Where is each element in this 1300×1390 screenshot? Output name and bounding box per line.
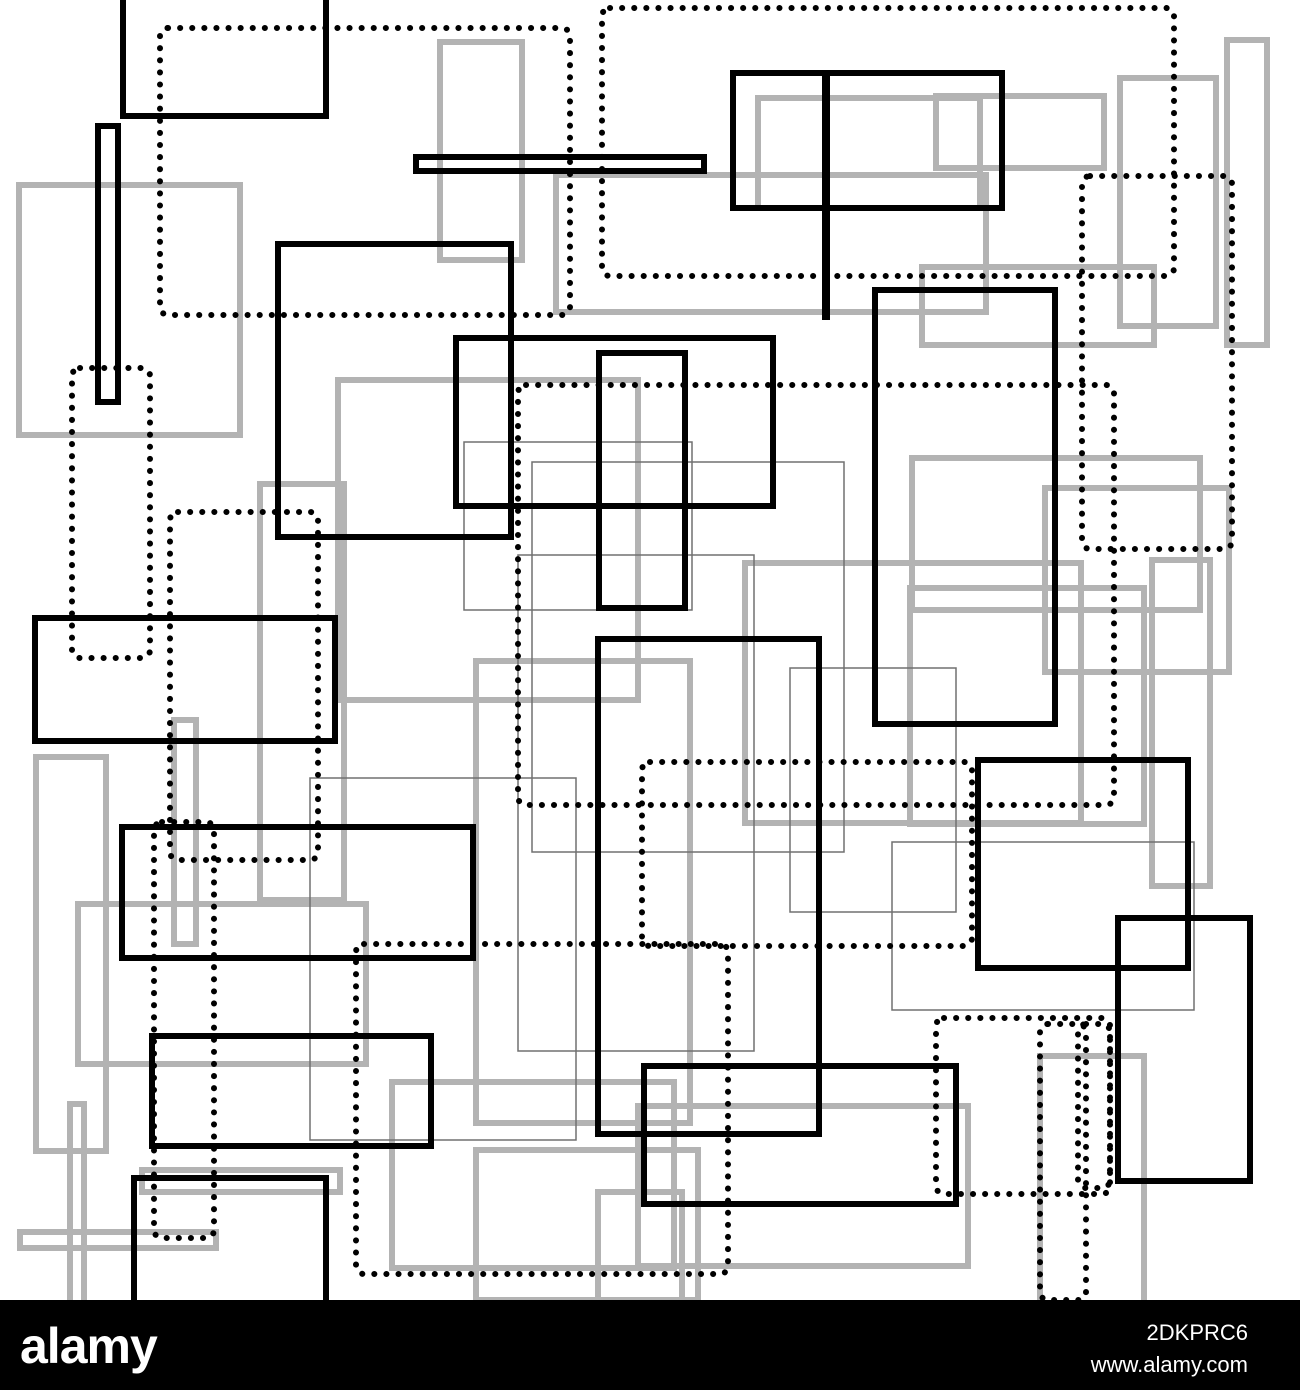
gray-rectangle	[907, 585, 1147, 827]
gray-rectangle	[171, 717, 199, 947]
gray-rectangle	[67, 1101, 87, 1300]
black-rectangle	[872, 287, 1058, 727]
gray-rectangle	[16, 182, 243, 438]
gray-rectangle	[437, 39, 525, 263]
black-rectangle	[596, 350, 688, 611]
gray-rectangle	[1224, 37, 1270, 348]
black-rectangle	[453, 335, 776, 509]
gray-rectangle	[933, 93, 1107, 171]
dotted-rectangle	[515, 382, 1117, 808]
black-rectangle	[119, 824, 476, 961]
dotted-rectangle	[353, 941, 731, 1277]
gray-rectangle	[1042, 485, 1232, 675]
thin-gray-rectangles	[309, 441, 1195, 1141]
gray-rectangle	[257, 481, 347, 903]
dotted-rectangle	[599, 5, 1177, 279]
black-rectangle	[730, 70, 1005, 211]
black-rectangle	[1115, 915, 1253, 1184]
black-rectangle	[131, 1175, 329, 1300]
black-rectangle	[975, 757, 1191, 971]
gray-rectangle	[919, 264, 1157, 348]
gray-rectangle	[553, 172, 989, 315]
black-rectangle	[32, 615, 338, 744]
dotted-rectangle	[167, 509, 321, 863]
thin-rectangle	[891, 841, 1195, 1011]
site-url-link[interactable]: www.alamy.com	[1090, 1352, 1248, 1377]
dotted-rectangle	[933, 1015, 1113, 1197]
dotted-rectangles	[69, 5, 1235, 1300]
gray-rectangle	[75, 901, 369, 1067]
dotted-rectangle	[69, 365, 153, 661]
black-rectangle	[149, 1033, 434, 1149]
gray-rectangle	[473, 1147, 701, 1300]
gray-rectangle	[473, 658, 693, 1126]
gray-rectangle	[1149, 557, 1213, 889]
dotted-rectangle	[151, 819, 217, 1241]
dotted-rectangle	[1075, 1021, 1113, 1191]
gray-rectangle	[1117, 75, 1219, 329]
image-id-label: 2DKPRC6	[1146, 1320, 1248, 1345]
black-rectangle	[275, 241, 514, 540]
black-rectangle	[120, 0, 329, 119]
watermark-footer-bar	[0, 1300, 1300, 1390]
gray-rectangle	[33, 754, 109, 1154]
dotted-rectangle	[1037, 1021, 1089, 1300]
black-rectangle	[413, 154, 707, 174]
dotted-rectangle	[639, 759, 975, 949]
brand-logo: alamy	[20, 1318, 158, 1374]
abstract-rectangles-artwork	[16, 0, 1270, 1300]
gray-rectangle	[17, 1229, 219, 1251]
black-rectangles	[32, 0, 1253, 1300]
gray-rectangle	[389, 1079, 677, 1271]
gray-rectangle	[755, 95, 983, 211]
thin-rectangle	[463, 441, 693, 611]
black-rectangle	[95, 123, 121, 405]
dotted-rectangle	[1079, 173, 1235, 552]
black-rectangle	[595, 636, 822, 1137]
black-rectangle	[641, 1063, 959, 1207]
gray-rectangle	[635, 1103, 971, 1269]
